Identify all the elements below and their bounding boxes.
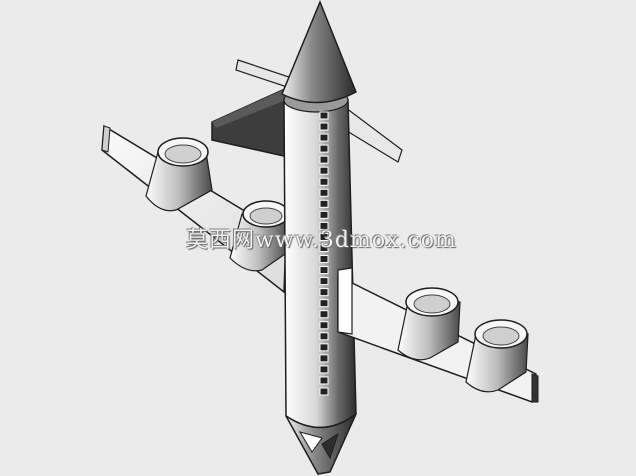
left-engine-outer [145,137,213,212]
nose-cone [281,0,357,104]
fuselage-window [319,332,329,341]
upper-left-fin [235,59,293,89]
fuselage-window [319,166,329,175]
fuselage-window [319,144,329,153]
fuselage-window [319,133,329,142]
fuselage-window [319,232,329,241]
fuselage-window [319,243,329,252]
upper-right-fin [341,106,403,163]
fuselage-window [319,221,329,230]
fuselage-window [319,122,329,131]
fuselage-window [319,266,329,275]
fuselage-window [319,310,329,319]
tail-cone [285,413,357,475]
right-engine-outer [465,319,529,393]
fuselage-window [319,321,329,330]
fuselage-window [319,155,329,164]
fuselage-window [319,343,329,352]
fuselage-window [319,288,329,297]
fuselage-window [319,111,329,120]
fuselage-window [319,210,329,219]
fuselage-window [319,299,329,308]
right-engine-inner [397,287,461,361]
fuselage-window [319,376,329,385]
window-row [319,111,329,396]
fuselage-window [319,177,329,186]
fuselage-window [319,387,329,396]
fuselage-window [319,255,329,264]
fuselage-window [319,354,329,363]
fuselage-window [319,188,329,197]
left-engine-inner [229,200,290,272]
fuselage-window [319,365,329,374]
fuselage-window [319,199,329,208]
fuselage-window [319,277,329,286]
